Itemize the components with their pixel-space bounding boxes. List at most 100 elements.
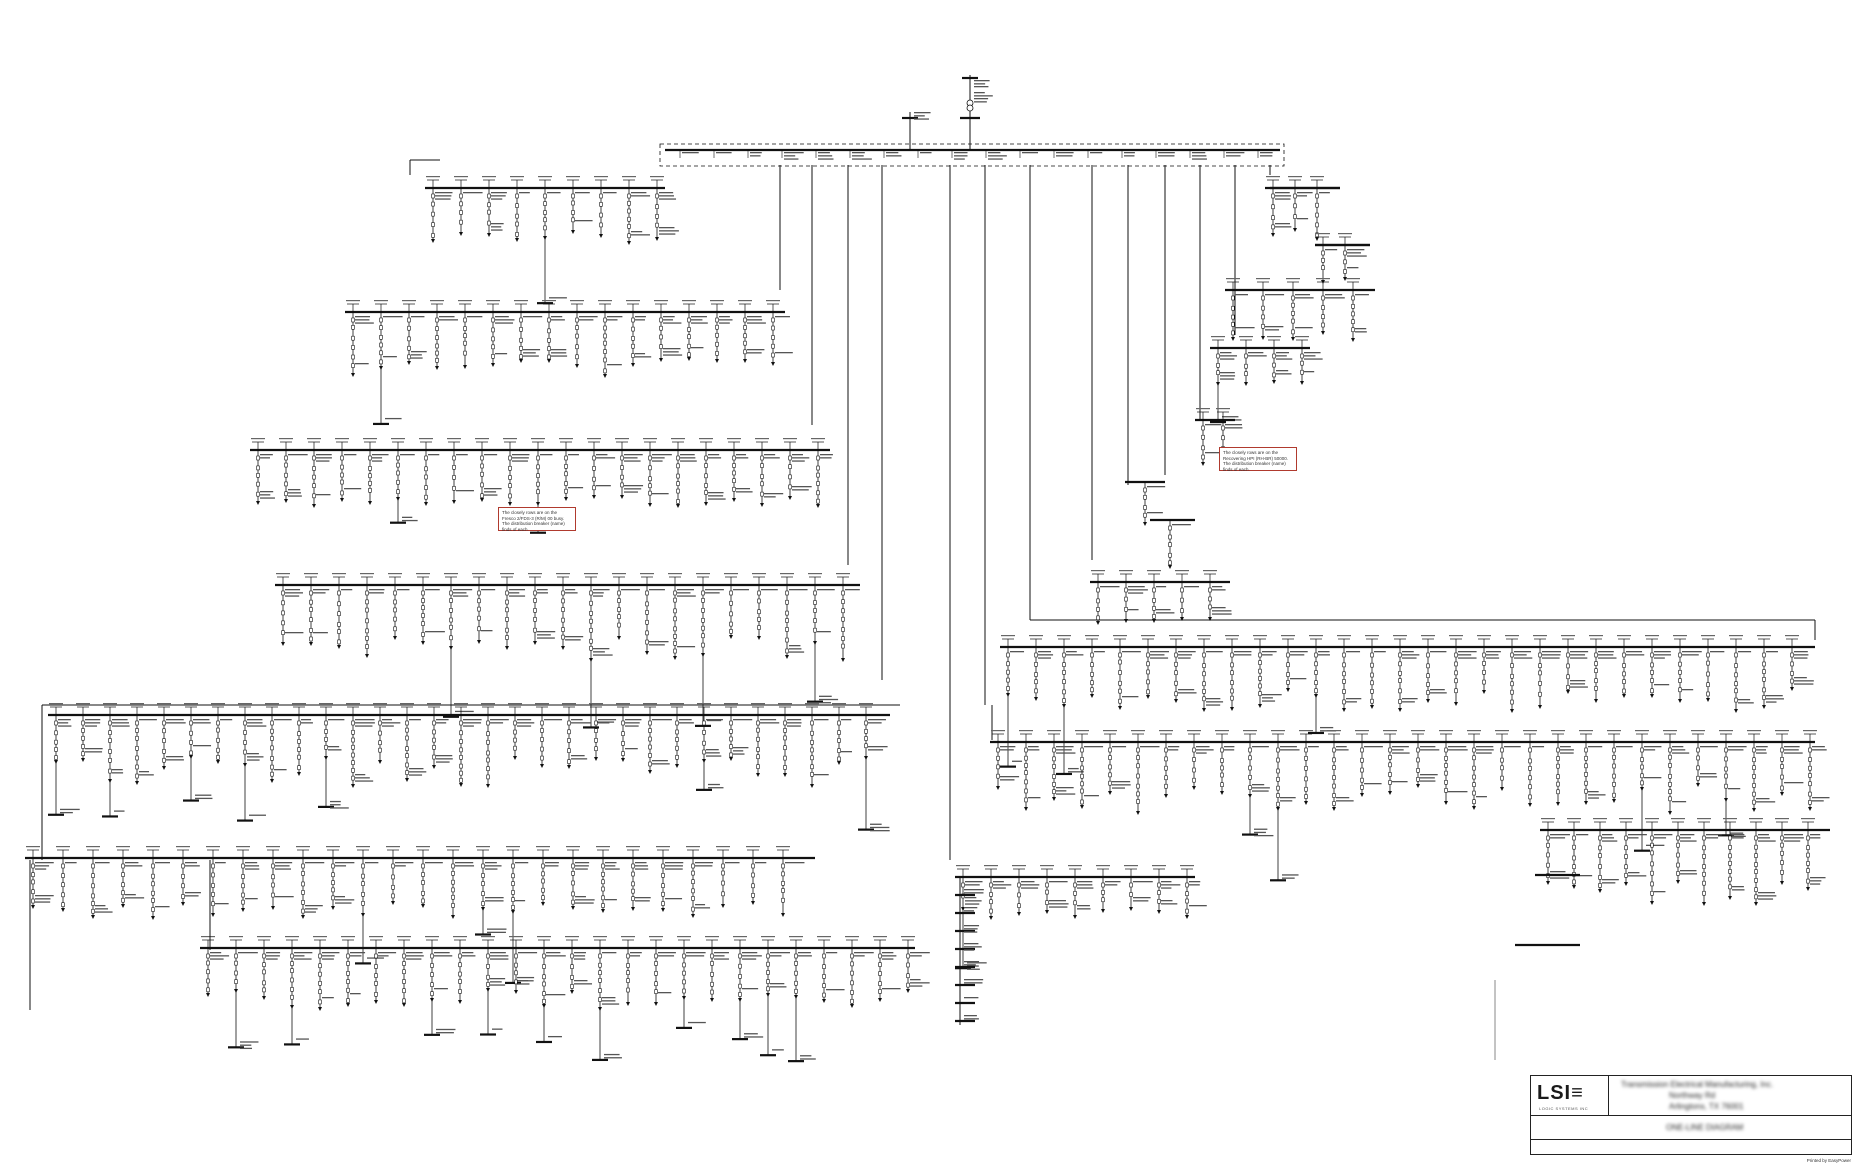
breaker <box>1572 879 1576 885</box>
breaker <box>654 971 658 976</box>
breaker <box>598 970 602 975</box>
label-mark <box>652 457 665 459</box>
breaker <box>431 211 435 217</box>
breaker <box>1650 881 1654 887</box>
breaker <box>1101 890 1105 895</box>
breaker <box>1276 776 1280 782</box>
breaker <box>515 221 519 227</box>
header-label <box>528 573 542 575</box>
breaker <box>1261 305 1265 311</box>
label-mark <box>770 983 785 985</box>
header-label <box>727 438 741 440</box>
breaker <box>1454 661 1458 667</box>
breaker <box>675 745 679 751</box>
header-label <box>1697 818 1711 820</box>
breaker <box>206 978 210 984</box>
load-arrow <box>771 362 775 366</box>
load-arrow <box>989 916 993 920</box>
breaker <box>234 953 238 959</box>
label-mark <box>260 491 274 493</box>
header-label <box>537 936 551 938</box>
breaker <box>738 974 742 979</box>
header-label <box>276 573 290 575</box>
breaker <box>533 627 537 633</box>
breaker <box>771 335 775 340</box>
label-mark <box>964 1018 979 1020</box>
breaker <box>312 483 316 488</box>
breaker <box>1045 882 1049 888</box>
label-mark <box>784 152 804 154</box>
label-mark <box>245 862 258 864</box>
header-label <box>1645 818 1659 820</box>
header-label <box>1119 570 1133 572</box>
header-label <box>778 703 792 705</box>
breaker <box>1370 698 1374 704</box>
label-mark <box>658 955 675 957</box>
header-label <box>1346 278 1360 280</box>
breaker <box>271 874 275 880</box>
breaker <box>421 898 425 904</box>
breaker <box>1640 764 1644 770</box>
label-mark <box>1336 800 1354 802</box>
breaker <box>459 193 463 199</box>
label-mark <box>294 952 313 954</box>
label-mark <box>1252 787 1270 789</box>
breaker <box>1293 193 1297 199</box>
label-mark <box>313 632 328 634</box>
label-mark <box>624 460 641 462</box>
label-mark <box>964 925 980 927</box>
header-label <box>211 703 225 705</box>
label-mark <box>1178 654 1193 656</box>
breaker <box>402 961 406 966</box>
label-mark <box>852 152 865 154</box>
breaker <box>31 872 35 877</box>
breaker <box>648 753 652 758</box>
label-mark <box>1124 155 1135 157</box>
load-arrow <box>1146 695 1150 699</box>
label-mark <box>512 457 529 459</box>
label-mark <box>1458 651 1477 653</box>
breaker <box>756 754 760 760</box>
load-arrow <box>1244 382 1248 386</box>
breaker <box>515 193 519 199</box>
load-arrow <box>626 1002 630 1006</box>
load-arrow <box>91 915 95 919</box>
breaker <box>603 357 607 363</box>
label-mark <box>868 749 884 751</box>
breaker <box>424 474 428 480</box>
load-arrow <box>620 495 624 499</box>
label-mark <box>747 316 762 318</box>
breaker <box>1598 835 1602 841</box>
load-arrow <box>729 757 733 761</box>
breaker <box>822 964 826 969</box>
breaker <box>396 455 400 461</box>
breaker <box>1304 747 1308 753</box>
breaker <box>1304 786 1308 792</box>
breaker <box>864 720 868 726</box>
breaker <box>324 729 328 734</box>
breaker <box>1538 681 1542 686</box>
breaker <box>211 883 215 888</box>
breaker <box>374 992 378 997</box>
label-mark <box>747 322 766 324</box>
label-mark <box>545 862 559 864</box>
breaker <box>598 978 602 983</box>
breaker <box>1650 861 1654 867</box>
load-arrow <box>435 366 439 370</box>
header-label <box>341 936 355 938</box>
breaker <box>1444 747 1448 753</box>
label-mark <box>1297 218 1309 220</box>
label-mark <box>1206 704 1221 706</box>
label-mark <box>1290 651 1308 653</box>
label-mark <box>1212 610 1232 612</box>
label-mark <box>1206 651 1223 653</box>
breaker <box>781 863 785 869</box>
breaker <box>1472 747 1476 753</box>
label-mark <box>35 868 47 870</box>
breaker <box>451 879 455 885</box>
header-label <box>1411 730 1425 732</box>
breaker <box>1454 670 1458 676</box>
label-mark <box>719 322 730 324</box>
breaker <box>351 729 355 735</box>
breaker <box>1594 661 1598 666</box>
